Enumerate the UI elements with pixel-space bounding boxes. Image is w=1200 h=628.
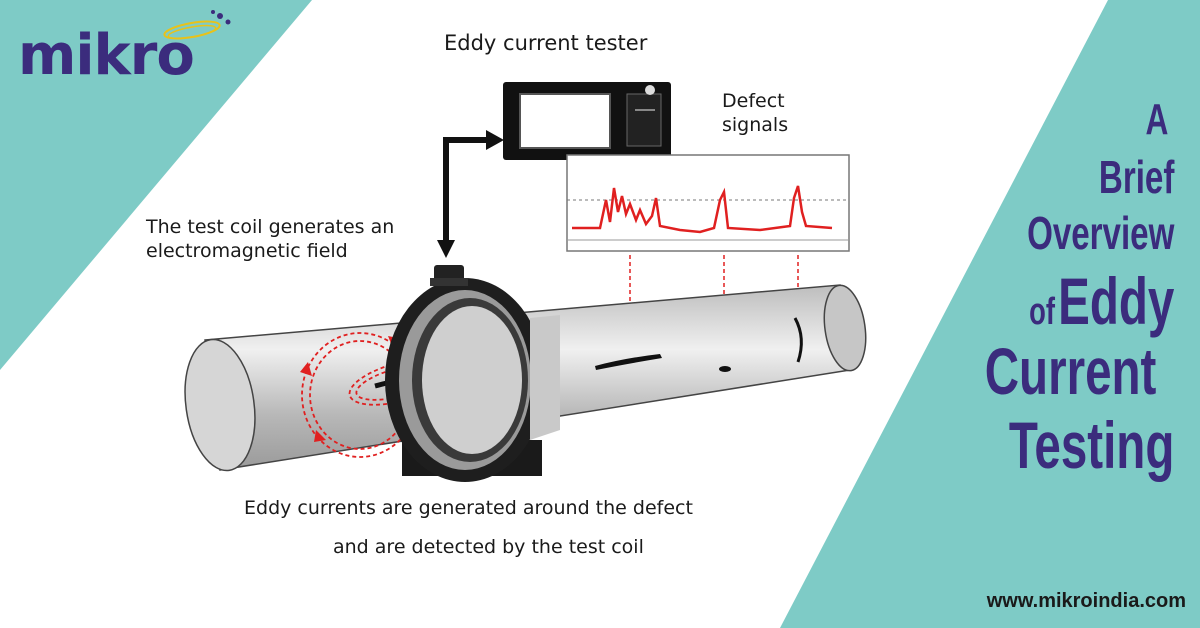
- caption-line-2: and are detected by the test coil: [333, 536, 644, 558]
- headline-line-3: Overview: [1026, 207, 1174, 259]
- mikro-logo[interactable]: mikro: [8, 8, 238, 88]
- headline-line-1: A: [1145, 95, 1168, 144]
- tester-device: [503, 82, 671, 160]
- logo-text: mikro: [18, 23, 195, 88]
- headline-line-6: Testing: [1008, 408, 1174, 482]
- signal-trace: [572, 185, 833, 234]
- headline-eddy: Eddy: [1057, 264, 1174, 338]
- caption-line-1: Eddy currents are generated around the d…: [244, 497, 693, 519]
- test-coil: [385, 265, 545, 482]
- headline-line-4: of Eddy: [918, 268, 1174, 338]
- logo-swirl-icon: [163, 10, 231, 40]
- headline-of: of: [1028, 291, 1055, 333]
- left-teal-panel: [0, 0, 312, 370]
- right-teal-panel: [780, 0, 1200, 628]
- headline-line-5: Current: [984, 334, 1156, 408]
- website-link[interactable]: www.mikroindia.com: [986, 590, 1186, 612]
- headline-line-2: Brief: [1098, 151, 1174, 203]
- headline: A Brief Overview of Eddy Current Testing: [918, 98, 1174, 486]
- defect-signals-label: Defect signals: [722, 90, 789, 136]
- signal-arrow: [437, 130, 504, 258]
- tester-label: Eddy current tester: [444, 31, 648, 55]
- defect-signal-panel: [566, 154, 850, 252]
- test-coil-label: The test coil generates an electromagnet…: [146, 216, 395, 262]
